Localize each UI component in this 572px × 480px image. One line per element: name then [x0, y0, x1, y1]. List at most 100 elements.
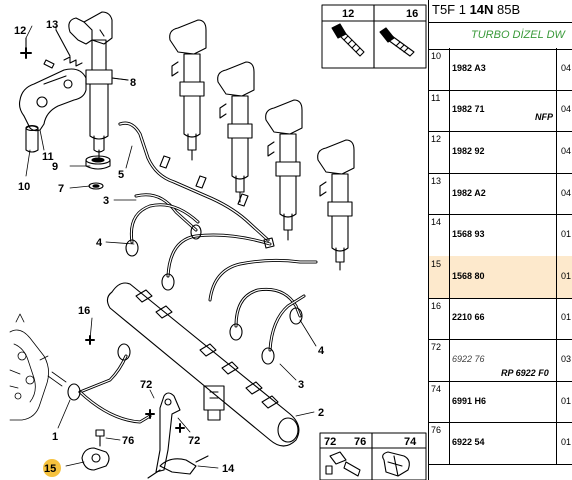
row-quantity-cell: 04 — [556, 48, 572, 90]
inset-label-12: 12 — [342, 8, 354, 20]
row-reference[interactable]: 6922 54 — [452, 437, 485, 448]
injector-clamp-assembly — [18, 29, 87, 153]
row-quantity-cell: 01 — [556, 256, 572, 298]
callout-2[interactable]: 2 — [318, 407, 324, 419]
parts-diagram: 12 13 8 11 9 10 7 5 3 4 16 1 15 72 76 14… — [9, 4, 427, 480]
injector-row — [169, 19, 355, 271]
callout-4[interactable]: 4 — [96, 237, 103, 249]
row-quantity-cell: 01 — [556, 380, 572, 423]
callout-3-right[interactable]: 3 — [298, 379, 304, 391]
table-row[interactable]: 15 1568 80 01 — [429, 256, 572, 299]
table-subtitle-bar: TURBO DİZEL DW — [429, 22, 572, 50]
row-quantity-cell: 04 — [556, 172, 572, 215]
row-quantity: 04 — [561, 62, 572, 73]
callout-11[interactable]: 11 — [42, 151, 54, 163]
row-reference[interactable]: 1982 71 — [452, 104, 485, 115]
row-index: 72 — [431, 342, 442, 353]
inset-label-74: 74 — [404, 436, 417, 448]
row-quantity-cell: 04 — [556, 89, 572, 132]
injector-main — [68, 11, 129, 161]
copper-washer — [85, 155, 111, 170]
flat-washer — [88, 182, 104, 190]
row-index-cell: 14 — [429, 214, 450, 256]
row-index-cell: 76 — [429, 422, 450, 464]
row-reference[interactable]: 6991 H6 — [452, 395, 487, 406]
row-index-cell: 74 — [429, 380, 450, 423]
row-note: NFP — [535, 112, 553, 123]
row-quantity: 01 — [561, 437, 572, 448]
row-reference[interactable]: 1982 92 — [452, 145, 485, 156]
row-reference[interactable]: 6922 76 — [452, 353, 485, 364]
high-pressure-pipes — [125, 193, 318, 365]
row-quantity-cell: 01 — [556, 214, 572, 256]
inset-label-72: 72 — [324, 436, 336, 448]
parts-table: T5F 1 14N 85B TURBO DİZEL DW 10 1982 A3 04… — [428, 0, 572, 480]
inset-label-76: 76 — [354, 436, 366, 448]
callout-1[interactable]: 1 — [52, 431, 58, 443]
table-row[interactable]: 10 1982 A3 04 — [429, 48, 572, 91]
row-quantity: 01 — [561, 312, 572, 323]
row-reference[interactable]: 1568 93 — [452, 229, 485, 240]
callout-15[interactable]: 15 — [44, 463, 56, 475]
row-reference[interactable]: 1982 A2 — [452, 187, 486, 198]
row-quantity: 01 — [561, 270, 572, 281]
row-quantity: 04 — [561, 145, 572, 156]
inset-bottom — [319, 432, 427, 480]
highlight-marker — [43, 459, 61, 477]
callout-7[interactable]: 7 — [58, 183, 64, 195]
row-reference[interactable]: 2210 66 — [452, 312, 485, 323]
callout-10[interactable]: 10 — [18, 181, 30, 193]
row-reference[interactable]: 1568 80 — [452, 270, 485, 281]
row-index: 12 — [431, 134, 442, 145]
high-pressure-pump — [9, 313, 67, 421]
row-index-cell: 72 — [429, 339, 450, 381]
row-index-cell: 12 — [429, 131, 450, 173]
callout-14[interactable]: 14 — [222, 463, 235, 475]
fuel-rail — [106, 282, 300, 447]
row-index: 76 — [431, 425, 442, 436]
row-quantity-cell: 01 — [556, 422, 572, 464]
callout-5[interactable]: 5 — [118, 169, 124, 181]
callout-72-right[interactable]: 72 — [188, 435, 200, 447]
callout-16[interactable]: 16 — [78, 305, 90, 317]
row-index-cell: 13 — [429, 172, 450, 215]
row-quantity: 01 — [561, 395, 572, 406]
row-reference[interactable]: 1982 A3 — [452, 62, 486, 73]
callout-76[interactable]: 76 — [122, 435, 134, 447]
row-index: 74 — [431, 383, 442, 394]
table-row[interactable]: 12 1982 92 04 — [429, 131, 572, 174]
callout-4-right[interactable]: 4 — [318, 345, 325, 357]
row-quantity: 03 — [561, 353, 572, 364]
table-subtitle: TURBO DİZEL DW — [471, 29, 565, 41]
callout-8[interactable]: 8 — [130, 77, 136, 89]
exploded-view: 12 13 8 11 9 10 7 5 3 4 16 1 15 72 76 14… — [9, 4, 427, 480]
callout-72-left[interactable]: 72 — [140, 379, 152, 391]
row-index: 13 — [431, 175, 442, 186]
row-index-cell: 11 — [429, 89, 450, 132]
row-quantity-cell: 03 — [556, 339, 572, 381]
row-quantity: 04 — [561, 104, 572, 115]
table-row[interactable]: 74 6991 H6 01 — [429, 380, 572, 424]
callout-9[interactable]: 9 — [52, 161, 58, 173]
row-quantity-cell: 01 — [556, 297, 572, 340]
table-row[interactable]: 16 2210 66 01 — [429, 297, 572, 341]
row-index: 16 — [431, 300, 442, 311]
row-index: 11 — [431, 92, 441, 103]
row-index: 10 — [431, 51, 442, 61]
row-index-cell: 16 — [429, 297, 450, 340]
callout-13[interactable]: 13 — [46, 19, 58, 31]
table-title: T5F 1 14N 85B — [432, 2, 521, 17]
row-index: 15 — [431, 259, 442, 269]
row-quantity: 01 — [561, 229, 572, 240]
callout-12[interactable]: 12 — [14, 25, 26, 37]
table-row[interactable]: 76 6922 54 01 — [429, 422, 572, 465]
row-quantity: 04 — [561, 187, 572, 198]
row-quantity-cell: 04 — [556, 131, 572, 173]
callout-3[interactable]: 3 — [103, 195, 109, 207]
inset-label-16: 16 — [406, 8, 418, 20]
table-row[interactable]: 13 1982 A2 04 — [429, 172, 572, 216]
pipe-clip — [81, 447, 110, 471]
